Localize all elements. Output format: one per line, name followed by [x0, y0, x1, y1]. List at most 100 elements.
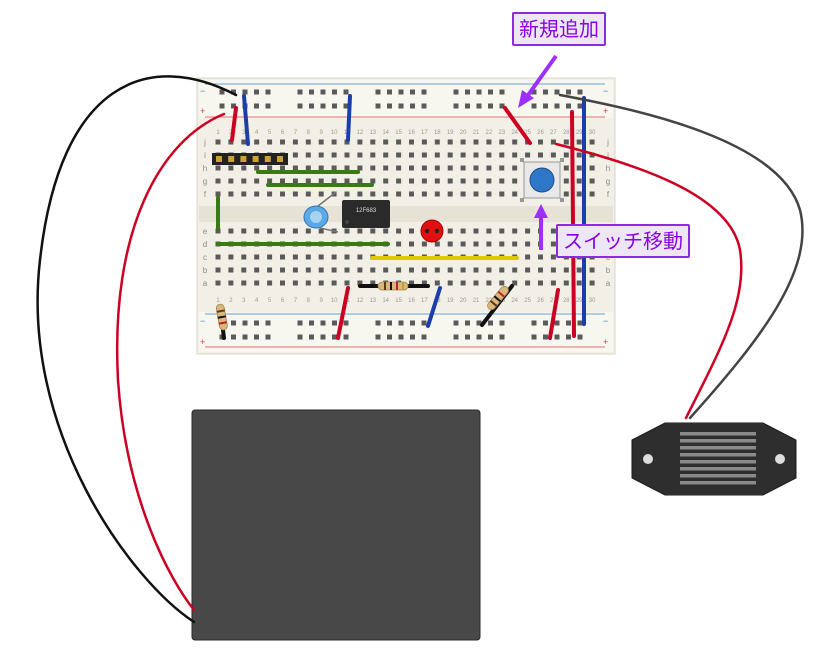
wire-red-3	[548, 288, 560, 340]
breadboard-hole	[344, 165, 350, 171]
resistor-2	[487, 285, 509, 311]
column-number: 6	[281, 130, 285, 136]
breadboard-hole	[320, 89, 326, 95]
breadboard-hole	[228, 165, 234, 171]
column-number: 25	[524, 298, 531, 304]
column-number: 27	[550, 130, 557, 136]
breadboard-hole	[473, 280, 479, 286]
breadboard-hole	[344, 152, 350, 158]
breadboard-hole	[332, 334, 337, 340]
wire-red-buzzer	[554, 142, 743, 420]
breadboard-hole	[460, 152, 466, 158]
breadboard-hole	[318, 254, 324, 260]
breadboard-hole	[241, 139, 247, 145]
row-letter: j	[606, 138, 609, 147]
breadboard-hole	[421, 139, 427, 145]
breadboard-hole	[292, 152, 298, 158]
row-letter: f	[607, 190, 610, 199]
breadboard-hole	[265, 334, 271, 340]
breadboard-hole	[228, 191, 234, 197]
breadboard-hole	[280, 267, 285, 273]
breadboard-hole	[447, 280, 453, 286]
breadboard-hole	[421, 267, 427, 273]
breadboard-hole	[473, 191, 479, 197]
breadboard-hole	[576, 267, 582, 273]
breadboard-hole	[434, 178, 440, 184]
arrow-switch-head	[534, 204, 548, 218]
breadboard-hole	[499, 103, 505, 109]
breadboard-hole	[292, 228, 298, 234]
breadboard-hole	[318, 152, 324, 158]
column-number: 24	[511, 130, 518, 136]
breadboard-hole	[447, 139, 453, 145]
breadboard-hole	[309, 334, 314, 340]
breadboard-hole	[447, 191, 453, 197]
breadboard-hole	[254, 228, 260, 234]
breadboard-hole	[525, 280, 531, 286]
breadboard-hole	[563, 267, 569, 273]
breadboard-hole	[292, 267, 298, 273]
breadboard-hole	[370, 267, 376, 273]
breadboard-hole	[465, 89, 470, 95]
breadboard-hole	[305, 267, 311, 273]
breadboard-hole	[280, 254, 285, 260]
wire-red-1	[230, 106, 238, 142]
breadboard-hole	[554, 320, 560, 326]
breadboard-hole	[486, 152, 492, 158]
breadboard-hole	[231, 320, 236, 326]
breadboard-hole	[512, 178, 518, 184]
breadboard-hole	[215, 228, 221, 234]
breadboard-hole	[292, 254, 298, 260]
pin-header	[212, 153, 288, 165]
breadboard-hole	[409, 267, 414, 273]
column-number: 8	[307, 298, 311, 304]
resistor-3	[215, 303, 228, 331]
breadboard-hole	[280, 165, 285, 171]
red-led	[420, 219, 444, 243]
breadboard-hole	[563, 165, 569, 171]
breadboard-hole	[387, 89, 392, 95]
breadboard-hole	[305, 280, 311, 286]
breadboard-hole	[370, 139, 376, 145]
breadboard-hole	[589, 267, 595, 273]
buzzer	[631, 422, 797, 496]
column-number: 2	[229, 298, 233, 304]
buzzer-grill-slot	[680, 453, 756, 457]
breadboard-hole	[383, 152, 389, 158]
rail-minus-bottom-right: −	[603, 316, 608, 326]
breadboard-hole	[421, 280, 427, 286]
breadboard-hole	[447, 165, 453, 171]
breadboard-hole	[228, 139, 234, 145]
breadboard-hole	[265, 320, 271, 326]
breadboard-hole	[357, 178, 363, 184]
column-number: 9	[320, 298, 324, 304]
breadboard-hole	[267, 228, 273, 234]
row-letter: g	[606, 177, 610, 186]
rail-minus-top-left: −	[200, 86, 205, 96]
buzzer-grill-slot	[680, 474, 756, 478]
breadboard-hole	[254, 165, 260, 171]
breadboard-hole	[331, 152, 337, 158]
row-letter: b	[203, 266, 208, 275]
breadboard-hole	[309, 89, 314, 95]
column-number: 16	[408, 298, 415, 304]
breadboard-hole	[344, 254, 350, 260]
column-number: 4	[255, 130, 259, 136]
breadboard-hole	[460, 139, 466, 145]
breadboard-hole	[409, 178, 414, 184]
breadboard-hole	[550, 139, 556, 145]
breadboard-hole	[305, 228, 311, 234]
breadboard-hole	[332, 89, 337, 95]
column-number: 6	[281, 298, 285, 304]
row-letter: h	[606, 164, 610, 173]
breadboard-hole	[297, 103, 303, 109]
row-letter: f	[204, 190, 207, 199]
breadboard-hole	[499, 334, 505, 340]
row-letter: d	[203, 240, 207, 249]
breadboard-hole	[499, 139, 505, 145]
column-number: 17	[421, 298, 428, 304]
breadboard-hole	[421, 191, 427, 197]
rail-minus-top-right: −	[603, 86, 608, 96]
wire-black-battery	[36, 75, 238, 624]
column-number: 27	[550, 298, 557, 304]
